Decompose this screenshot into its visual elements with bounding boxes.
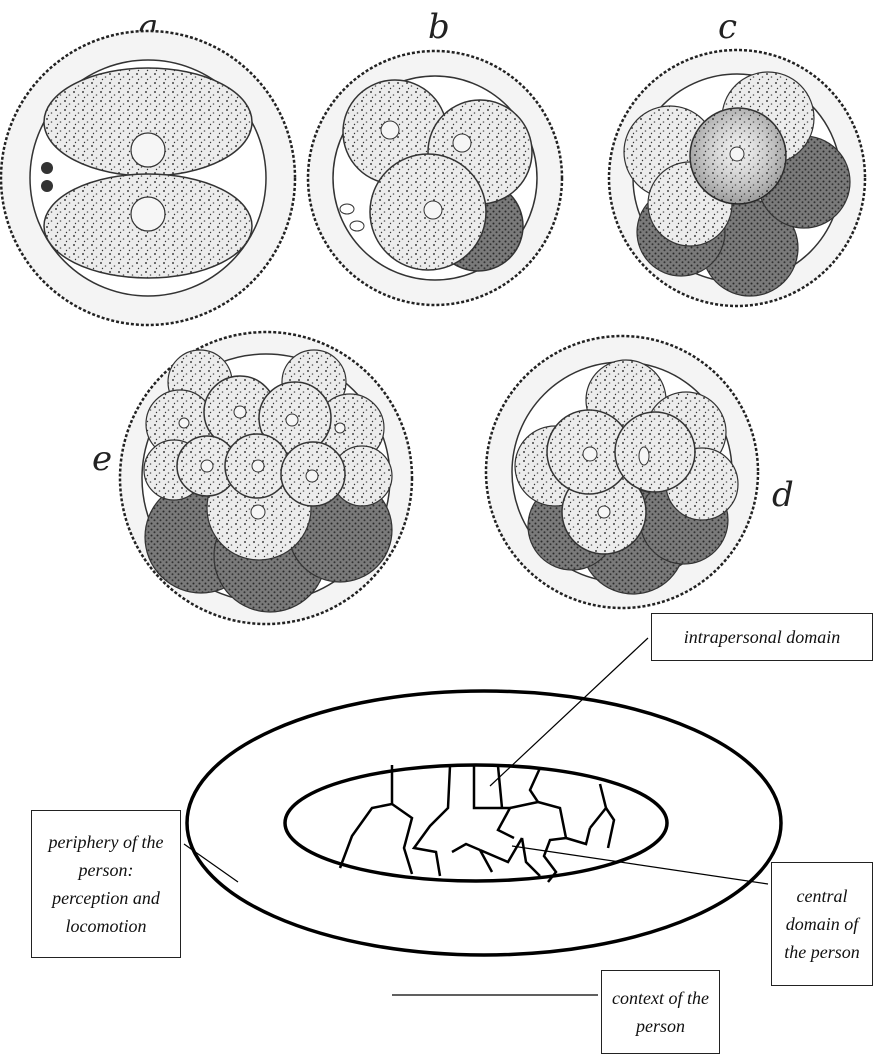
nucleus xyxy=(730,147,744,161)
nucleus xyxy=(306,470,318,482)
nucleus xyxy=(381,121,399,139)
nucleus xyxy=(179,418,189,428)
nucleus xyxy=(251,505,265,519)
polar-body xyxy=(350,221,364,231)
person-domain-diagram xyxy=(184,638,781,995)
nucleus xyxy=(131,197,165,231)
nucleus xyxy=(424,201,442,219)
embryo-e xyxy=(120,332,412,624)
polar-body xyxy=(41,162,53,174)
nucleus xyxy=(598,506,610,518)
stage-letter-c: c xyxy=(718,7,737,47)
nucleus xyxy=(583,447,597,461)
label-central-domain: central domain of the person xyxy=(771,862,873,986)
cell xyxy=(615,412,695,492)
nucleus xyxy=(234,406,246,418)
label-periphery-of-person: periphery of the person: perception and … xyxy=(31,810,181,958)
embryo-d xyxy=(486,336,758,608)
label-context-of-person: context of the person xyxy=(601,970,720,1054)
label-intrapersonal-domain: intrapersonal domain xyxy=(651,613,873,661)
nucleus xyxy=(131,133,165,167)
nucleus xyxy=(335,423,345,433)
stage-letter-e: e xyxy=(92,439,112,479)
embryo-a xyxy=(1,31,295,325)
nucleus xyxy=(252,460,264,472)
polar-body xyxy=(340,204,354,214)
nucleus xyxy=(286,414,298,426)
nucleus xyxy=(453,134,471,152)
stage-letter-d: d xyxy=(772,475,794,515)
stage-letter-b: b xyxy=(428,7,450,47)
polar-body xyxy=(41,180,53,192)
nucleus xyxy=(201,460,213,472)
embryo-c xyxy=(609,50,865,306)
embryo-b xyxy=(308,51,562,305)
nucleus xyxy=(639,447,649,465)
